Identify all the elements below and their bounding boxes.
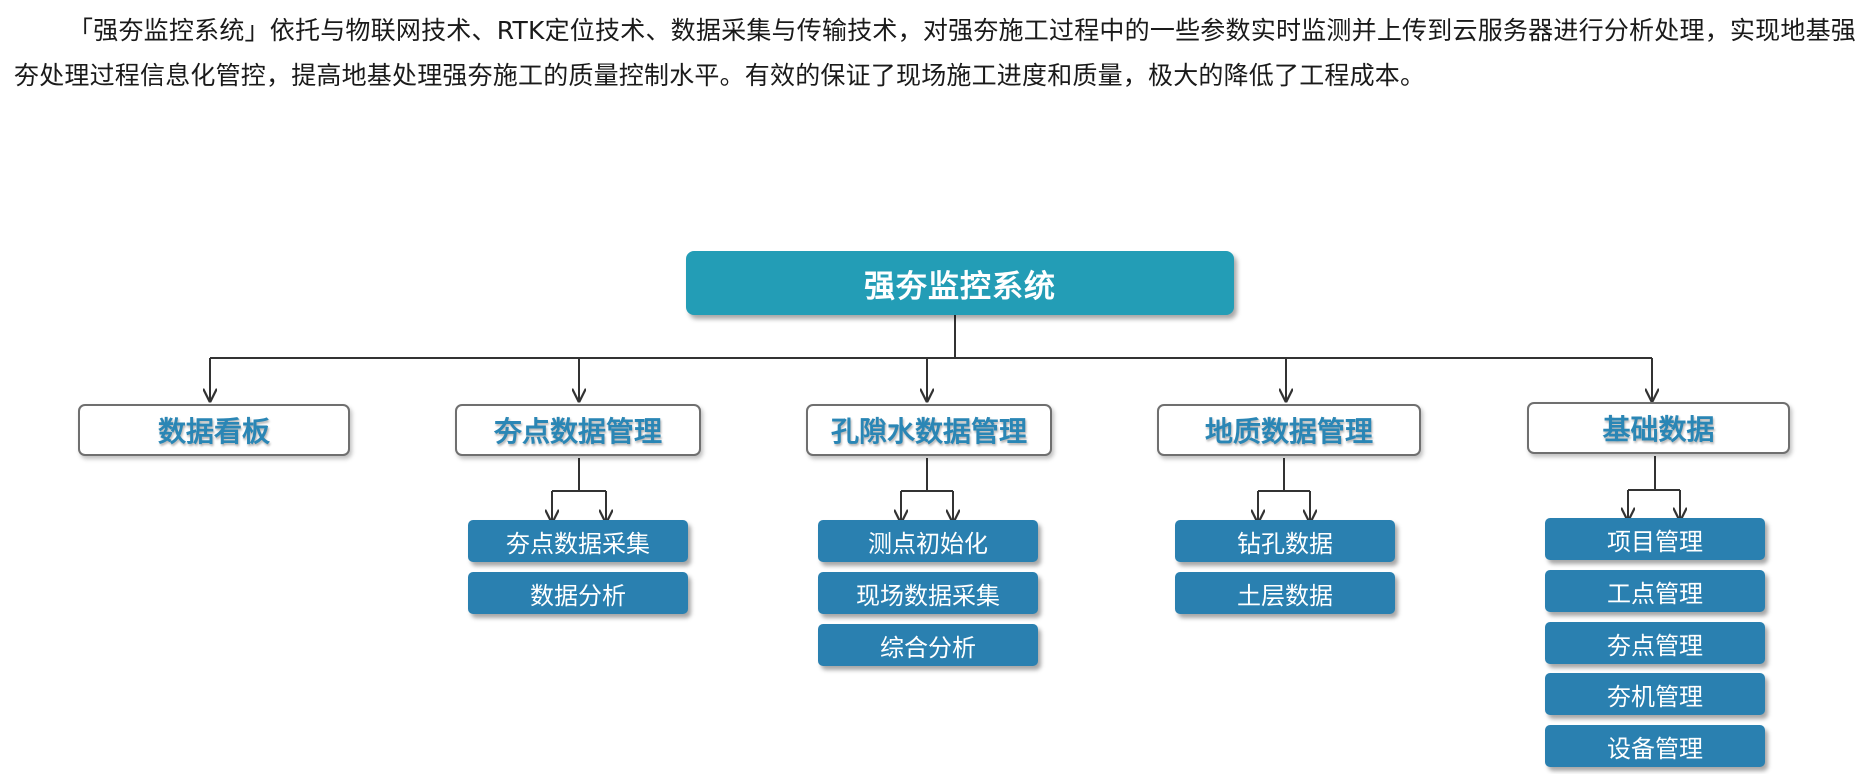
leaf-device-management: 设备管理: [1545, 725, 1765, 767]
module-tamping-point-data: 夯点数据管理: [455, 404, 701, 456]
intro-paragraph: 「强夯监控系统」依托与物联网技术、RTK定位技术、数据采集与传输技术，对强夯施工…: [14, 16, 1856, 90]
module-geology-data: 地质数据管理: [1157, 404, 1421, 456]
module-dashboard: 数据看板: [78, 404, 350, 456]
root-node: 强夯监控系统: [686, 251, 1234, 315]
leaf-work-point-management: 工点管理: [1545, 570, 1765, 612]
module-pore-water-data: 孔隙水数据管理: [806, 404, 1052, 456]
leaf-tamping-machine-management: 夯机管理: [1545, 673, 1765, 715]
module-base-data: 基础数据: [1527, 402, 1790, 454]
leaf-project-management: 项目管理: [1545, 518, 1765, 560]
leaf-tamping-point-management: 夯点管理: [1545, 622, 1765, 664]
leaf-tamping-point-collection: 夯点数据采集: [468, 520, 688, 562]
leaf-measuring-point-init: 测点初始化: [818, 520, 1038, 562]
leaf-soil-layer-data: 土层数据: [1175, 572, 1395, 614]
leaf-comprehensive-analysis: 综合分析: [818, 624, 1038, 666]
leaf-borehole-data: 钻孔数据: [1175, 520, 1395, 562]
leaf-data-analysis: 数据分析: [468, 572, 688, 614]
leaf-field-data-collection: 现场数据采集: [818, 572, 1038, 614]
